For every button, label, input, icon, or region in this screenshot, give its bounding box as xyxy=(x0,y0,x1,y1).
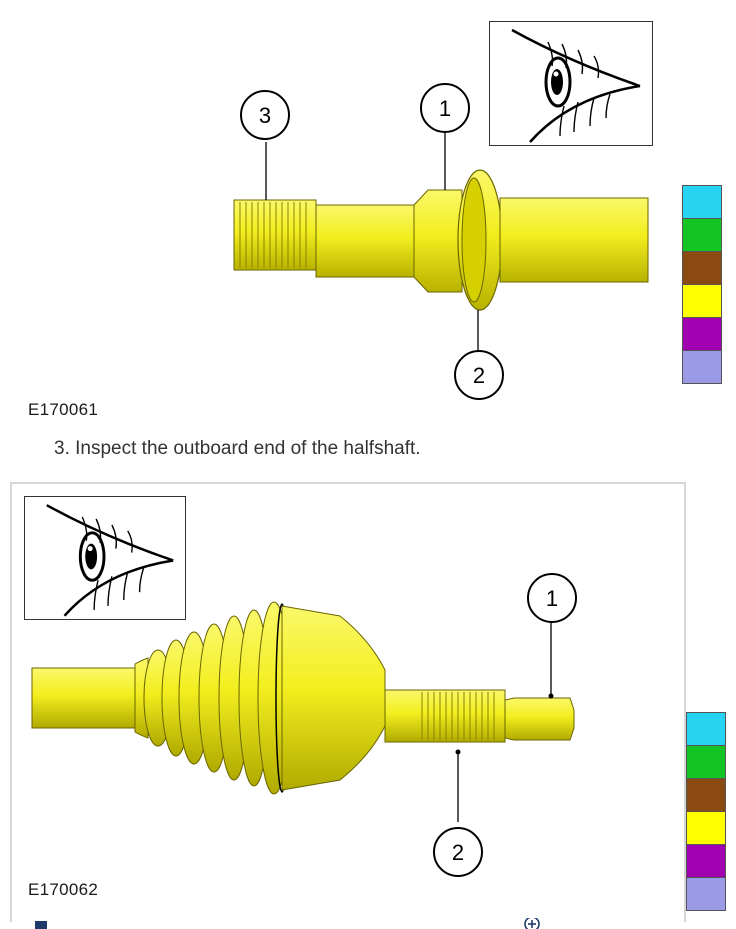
callout-3: 3 xyxy=(240,90,290,140)
footer-toolbar xyxy=(0,918,736,929)
swatch-brown xyxy=(682,251,722,285)
figure-1-code: E170061 xyxy=(28,400,99,419)
square-icon[interactable] xyxy=(34,920,48,929)
swatch-lavender xyxy=(682,350,722,384)
swatch-lavender xyxy=(686,877,726,911)
step-instruction: 3. Inspect the outboard end of the halfs… xyxy=(54,438,421,459)
halfshaft-inner-end-illustration xyxy=(233,127,649,352)
swatch-yellow xyxy=(682,284,722,318)
figure-2-code: E170062 xyxy=(28,880,99,899)
swatch-green xyxy=(686,745,726,779)
color-legend-1 xyxy=(682,185,722,384)
svg-text:2: 2 xyxy=(473,363,485,388)
swatch-purple xyxy=(686,844,726,878)
callout-1: 1 xyxy=(420,83,470,133)
figure-1: 3 1 2 xyxy=(0,0,736,400)
svg-text:1: 1 xyxy=(439,96,451,121)
color-legend-2 xyxy=(686,712,726,911)
swatch-cyan xyxy=(686,712,726,746)
shaft-spline-section xyxy=(233,199,317,271)
svg-text:2: 2 xyxy=(452,840,464,865)
swatch-cyan xyxy=(682,185,722,219)
svg-text:3: 3 xyxy=(259,103,271,128)
view-direction-box xyxy=(489,21,653,146)
callout-1: 1 xyxy=(527,573,577,623)
eye-icon xyxy=(511,28,641,143)
swatch-purple xyxy=(682,317,722,351)
figure-2-frame xyxy=(10,482,686,922)
callout-2: 2 xyxy=(454,350,504,400)
swatch-yellow xyxy=(686,811,726,845)
plus-circle-icon[interactable] xyxy=(524,918,540,929)
swatch-brown xyxy=(686,778,726,812)
view-direction-box-2 xyxy=(24,496,186,620)
stub-shaft-spline xyxy=(384,689,506,743)
halfshaft-outboard-end-illustration xyxy=(31,601,575,822)
svg-text:1: 1 xyxy=(546,586,558,611)
swatch-green xyxy=(682,218,722,252)
eye-icon xyxy=(46,504,174,617)
callout-2: 2 xyxy=(433,827,483,877)
